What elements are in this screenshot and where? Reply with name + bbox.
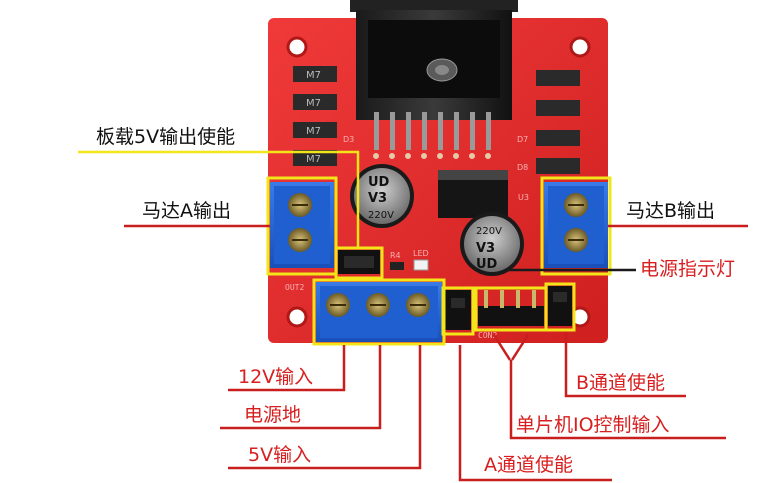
heatsink — [350, 0, 518, 159]
ground-label: 电源地 — [244, 404, 302, 426]
motor-b-terminal — [544, 182, 608, 268]
motor-a-terminal — [270, 182, 334, 268]
input-5v-label: 5V输入 — [248, 444, 312, 466]
svg-text:OUT2: OUT2 — [285, 283, 304, 292]
enb-jumper — [548, 286, 572, 326]
b-channel-enable-label: B通道使能 — [576, 372, 666, 394]
svg-text:D7: D7 — [517, 135, 528, 144]
svg-text:UD: UD — [368, 175, 390, 190]
mcu-io-control-input-label: 单片机IO控制输入 — [516, 414, 670, 436]
onboard-5v-enable-label: 板载5V输出使能 — [96, 126, 236, 148]
diodes-right: D7 D8 — [517, 70, 580, 174]
ena-jumper — [445, 290, 471, 330]
svg-text:M7: M7 — [306, 70, 321, 81]
capacitor-left: UD V3 220V — [350, 164, 414, 228]
svg-text:D8: D8 — [517, 163, 528, 172]
svg-text:220V: 220V — [368, 210, 394, 221]
capacitor-right: 220V V3 UD — [460, 212, 524, 276]
voltage-regulator: U3 — [438, 170, 529, 218]
power-terminal — [316, 282, 442, 342]
5v-enable-jumper — [338, 250, 380, 274]
diodes-left: M7 M7 M7 M7 D3 — [293, 66, 354, 166]
power-indicator-label: 电源指示灯 — [640, 258, 736, 280]
motor-a-output-label: 马达A输出 — [142, 200, 231, 222]
ic-pins — [374, 112, 491, 150]
svg-text:R4: R4 — [390, 251, 401, 260]
svg-text:V3: V3 — [476, 241, 495, 256]
svg-text:220V: 220V — [476, 226, 502, 237]
svg-text:M7: M7 — [306, 98, 321, 109]
svg-text:UD: UD — [476, 257, 498, 272]
motor-b-output-label: 马达B输出 — [626, 200, 716, 222]
input-header — [478, 290, 544, 326]
svg-text:U3: U3 — [518, 193, 529, 202]
input-12v-label: 12V输入 — [238, 366, 314, 388]
svg-text:M7: M7 — [306, 126, 321, 137]
svg-text:V3: V3 — [368, 191, 387, 206]
power-led: R4 LED — [390, 249, 429, 271]
svg-text:M7: M7 — [306, 154, 321, 165]
solder-pads — [373, 153, 491, 159]
svg-text:LED: LED — [413, 249, 429, 258]
a-channel-enable-label: A通道使能 — [484, 454, 573, 476]
callout-lines — [78, 150, 748, 482]
svg-text:CON2: CON2 — [478, 331, 497, 340]
svg-text:D3: D3 — [343, 135, 354, 144]
